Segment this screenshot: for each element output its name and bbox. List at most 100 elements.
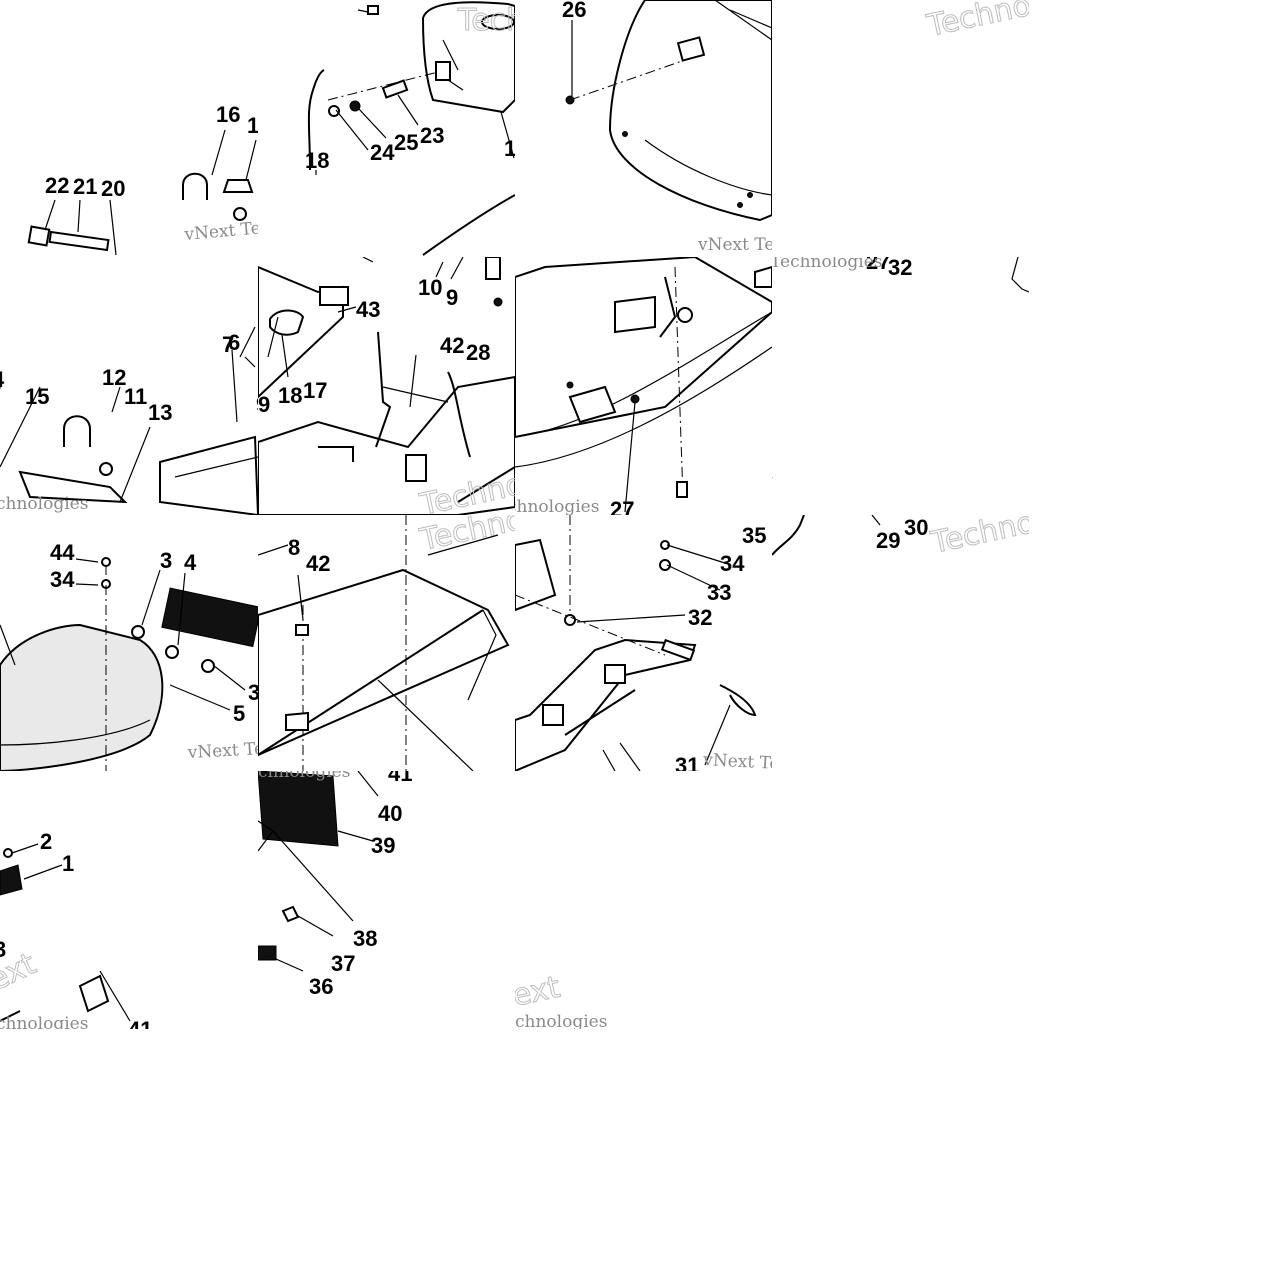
callout-31: 31 bbox=[675, 753, 699, 771]
callout-35: 35 bbox=[742, 523, 766, 548]
tile-mud-flap: 40 39 38 37 36 41 chnologies bbox=[258, 771, 515, 1029]
callout-7: 7 bbox=[222, 332, 234, 357]
wire-rod bbox=[772, 515, 805, 556]
callout-32: 32 bbox=[688, 605, 712, 630]
frame-rail-left bbox=[375, 331, 392, 448]
watermark: Techno bbox=[923, 0, 1029, 44]
callout-32: 32 bbox=[888, 257, 912, 280]
seat-box bbox=[159, 435, 258, 515]
support-bracket bbox=[405, 454, 427, 482]
watermark: Techno bbox=[457, 3, 515, 38]
callout-12: 12 bbox=[102, 365, 126, 390]
watermark: Techno bbox=[927, 515, 1029, 561]
callout-41: 41 bbox=[388, 771, 412, 786]
watermark: vNext Technologies bbox=[702, 750, 772, 771]
callout-1: 1 bbox=[504, 136, 515, 161]
callout-5: 5 bbox=[233, 701, 245, 726]
callout-13: 13 bbox=[148, 400, 172, 425]
callout-36: 36 bbox=[309, 974, 333, 999]
hairpin-clip bbox=[719, 684, 757, 717]
emblem bbox=[0, 864, 23, 896]
nut-42 bbox=[295, 624, 309, 636]
callout-18: 18 bbox=[278, 383, 302, 408]
callout-37: 37 bbox=[331, 951, 355, 976]
tile-u-bolt: 16 1 22 21 20 vNext Technologies bbox=[0, 0, 258, 257]
callout-10: 10 bbox=[418, 275, 442, 300]
tile-decal: 2 1 3 41 chnologies ext bbox=[0, 771, 258, 1029]
rear-bracket bbox=[515, 638, 697, 771]
callout-15: 15 bbox=[25, 384, 49, 409]
callout-1: 1 bbox=[62, 851, 74, 876]
callout-38: 38 bbox=[353, 926, 377, 951]
callout-26: 26 bbox=[562, 0, 586, 22]
callout-9b: 9 bbox=[258, 392, 270, 417]
callout-3: 3 bbox=[0, 937, 6, 962]
callout-34: 34 bbox=[50, 567, 75, 592]
mud-flap bbox=[258, 771, 339, 847]
tile-chassis: 27 32 chnologies bbox=[515, 257, 772, 515]
callout-4: 4 bbox=[0, 367, 5, 392]
watermark: chnologies bbox=[515, 497, 599, 515]
bracket bbox=[319, 286, 349, 306]
callout-3: 3 bbox=[160, 548, 172, 573]
watermark: chnologies bbox=[258, 771, 350, 782]
bracket-slot bbox=[564, 689, 636, 736]
callout-43: 43 bbox=[356, 297, 380, 322]
watermark: ext bbox=[515, 970, 563, 1014]
tile-rear-bracket: 34 33 32 31 35 vNext Technologies bbox=[515, 515, 772, 771]
frame-rail-right bbox=[447, 371, 471, 458]
callout-2: 2 bbox=[40, 829, 52, 854]
callout-40: 40 bbox=[378, 801, 402, 826]
watermark: chnologies bbox=[0, 1014, 88, 1029]
callout-28: 28 bbox=[466, 340, 490, 365]
callout-21: 21 bbox=[73, 174, 97, 199]
nut bbox=[99, 462, 113, 476]
tile-hood: 26 vNext Technologies bbox=[515, 0, 772, 257]
seat-back-panel bbox=[161, 587, 258, 648]
callout-39: 39 bbox=[371, 833, 395, 858]
watermark: Techno bbox=[416, 515, 515, 558]
deck-plate bbox=[258, 568, 510, 757]
callout-8: 8 bbox=[288, 535, 300, 560]
callout-24: 24 bbox=[370, 140, 395, 165]
mount-plate bbox=[614, 295, 656, 334]
callout-4: 4 bbox=[184, 550, 197, 575]
callout-22: 22 bbox=[45, 173, 69, 198]
callout-16: 16 bbox=[216, 102, 240, 127]
watermark: chnologies bbox=[515, 1012, 607, 1029]
callout-27b: 27 bbox=[866, 257, 890, 274]
watermark: Technologies bbox=[772, 257, 883, 272]
fuel-valve bbox=[381, 79, 409, 99]
u-bolt bbox=[182, 172, 208, 200]
callout-44: 44 bbox=[50, 540, 75, 565]
callout-1: 1 bbox=[247, 113, 258, 138]
tile-right-fragment: 27 32 Technologies bbox=[772, 257, 1029, 515]
watermark: chnologies bbox=[0, 494, 88, 514]
hood-panel bbox=[608, 0, 772, 222]
callout-29: 29 bbox=[876, 528, 900, 553]
seat-cushion bbox=[0, 623, 164, 771]
tile-empty-top: Techno bbox=[772, 0, 1029, 257]
callout-3b: 3 bbox=[248, 680, 258, 705]
callout-42: 42 bbox=[440, 333, 464, 358]
tile-seat: 44 34 3 4 5 3 vNext Technologies bbox=[0, 515, 258, 771]
callout-25: 25 bbox=[394, 130, 418, 155]
tile-frame: 45 10 9 43 6 7 9 18 17 42 28 Techno bbox=[258, 257, 515, 515]
side-bracket bbox=[568, 385, 617, 424]
callout-11: 11 bbox=[124, 384, 147, 409]
u-bolt bbox=[63, 415, 91, 447]
washer bbox=[349, 100, 361, 112]
hood-latch bbox=[676, 36, 706, 62]
pin bbox=[48, 230, 110, 252]
callout-30: 30 bbox=[904, 515, 928, 540]
callout-20: 20 bbox=[101, 176, 125, 201]
hood-bolt bbox=[565, 95, 575, 105]
watermark: vNext Technologies bbox=[186, 734, 258, 763]
tank-fitting bbox=[435, 61, 451, 81]
callout-45: 45 bbox=[331, 257, 355, 258]
frame-base bbox=[258, 375, 515, 515]
callout-6: 6 bbox=[228, 330, 240, 355]
fuel-line bbox=[307, 69, 325, 171]
callout-34: 34 bbox=[720, 551, 745, 576]
